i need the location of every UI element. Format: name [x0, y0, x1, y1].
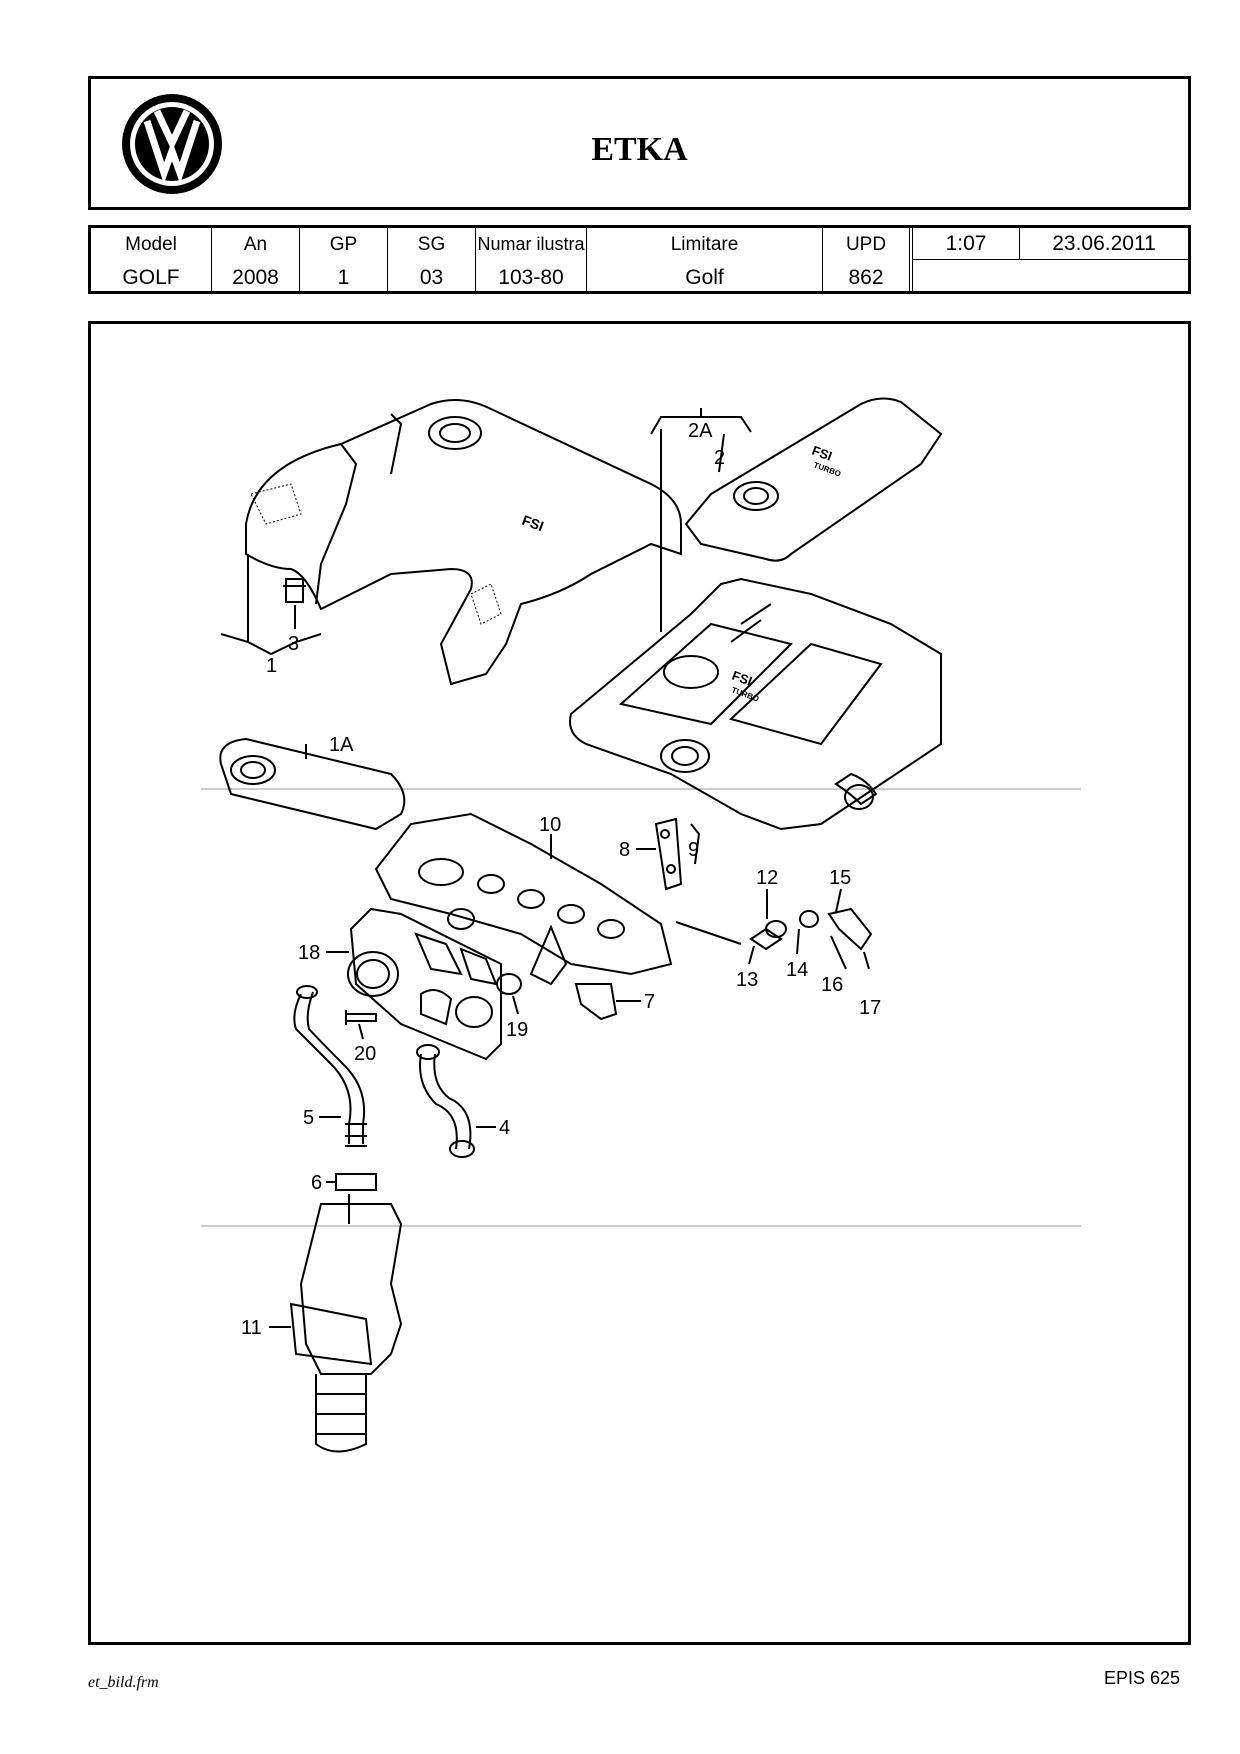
meta-sg-label: SG	[417, 234, 446, 255]
meta-model-label: Model	[125, 234, 177, 255]
meta-model-value: GOLF	[122, 266, 180, 289]
callout-3: 3	[288, 633, 299, 655]
callout-2: 2	[714, 447, 725, 469]
cover-lettering-fsi: FSI	[730, 668, 754, 689]
engine-cover-main	[569, 577, 942, 831]
callout-15: 15	[829, 867, 851, 889]
callout-9: 9	[688, 839, 699, 861]
meta-limitare: Limitare Golf	[587, 228, 823, 291]
cover-lettering-fsi: FSI	[810, 443, 834, 464]
meta-sg: SG 03	[388, 228, 476, 291]
engine-cover-1	[245, 399, 682, 686]
meta-gp: GP 1	[300, 228, 388, 291]
meta-an-label: An	[243, 234, 268, 255]
meta-upd: UPD 862	[823, 228, 913, 291]
callout-20: 20	[354, 1043, 376, 1065]
meta-limitare-value: Golf	[685, 266, 724, 289]
meta-date-value: 23.06.2011	[1052, 232, 1156, 255]
vw-logo-icon	[122, 94, 222, 194]
callout-5: 5	[303, 1107, 314, 1129]
parts-diagram: FSI FSI TURBO FSI TURBO 1 1A 2 2A 3 4 5 …	[201, 397, 1081, 1453]
meta-table: Model GOLF An 2008 GP 1 SG 03 Numar ilus…	[88, 225, 1191, 294]
meta-scale-value: 1:07	[945, 232, 987, 255]
meta-numar: Numar ilustra 103-80	[476, 228, 587, 291]
callout-18: 18	[298, 942, 320, 964]
meta-model: Model GOLF	[91, 228, 212, 291]
cover-lettering-turbo: TURBO	[812, 460, 842, 478]
callout-19: 19	[506, 1019, 528, 1041]
parts-drawing: FSI FSI TURBO FSI TURBO 1 1A 2 2A 3 4 5 …	[88, 321, 1191, 1645]
meta-scale: 1:07	[913, 228, 1020, 260]
meta-upd-value: 862	[848, 266, 884, 289]
meta-numar-label: Numar ilustra	[477, 234, 585, 254]
meta-numar-value: 103-80	[498, 266, 564, 289]
page-title: ETKA	[591, 131, 688, 168]
callout-2a: 2A	[688, 420, 713, 442]
footer-filename: et_bild.frm	[88, 1674, 159, 1691]
meta-limitare-label: Limitare	[670, 234, 739, 255]
meta-sg-value: 03	[419, 266, 444, 289]
callout-14: 14	[786, 959, 808, 981]
engine-cover-2	[684, 397, 943, 562]
callout-1: 1	[266, 655, 277, 677]
cover-lettering-fsi: FSI	[520, 512, 546, 534]
intake-manifold-10	[374, 812, 673, 986]
callout-11: 11	[241, 1317, 262, 1339]
meta-upd-label: UPD	[845, 234, 887, 255]
callout-7: 7	[644, 991, 655, 1013]
callout-10: 10	[539, 814, 561, 836]
callout-4: 4	[499, 1117, 510, 1139]
meta-gp-label: GP	[329, 234, 358, 255]
valve-cover-18	[326, 907, 502, 1061]
footer-epis: EPIS 625	[1103, 1668, 1180, 1688]
oil-filter-housing-11	[269, 1194, 403, 1453]
callout-12: 12	[756, 867, 778, 889]
cover-insert-1a	[219, 737, 406, 831]
meta-an: An 2008	[212, 228, 300, 291]
callout-1a: 1A	[329, 734, 354, 756]
callout-8: 8	[619, 839, 630, 861]
callout-17: 17	[859, 997, 881, 1019]
callout-13: 13	[736, 969, 758, 991]
meta-date: 23.06.2011	[1020, 228, 1188, 260]
callout-6: 6	[311, 1172, 322, 1194]
meta-an-value: 2008	[232, 266, 279, 289]
meta-gp-value: 1	[337, 266, 350, 289]
header-box: ETKA	[88, 76, 1191, 210]
callout-16: 16	[821, 974, 843, 996]
